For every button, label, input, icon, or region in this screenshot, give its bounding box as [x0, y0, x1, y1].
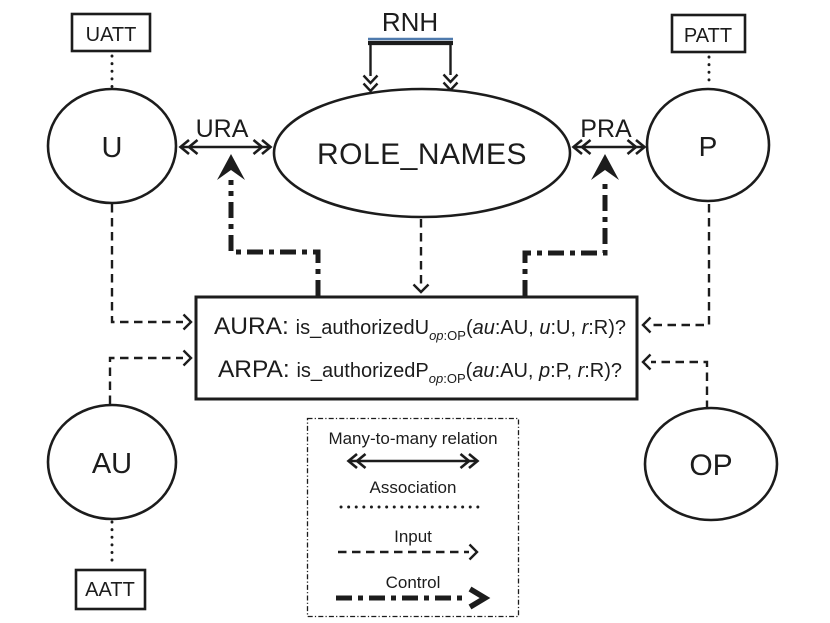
rnh-label: RNH — [382, 7, 438, 37]
au-label: AU — [92, 448, 132, 480]
p-input-line — [651, 204, 711, 327]
legend-input-label: Input — [394, 527, 432, 546]
legend-input-arrowhead-icon — [468, 543, 479, 561]
legend-m2m-left-double-arrowhead-icon — [346, 452, 367, 470]
control-line-right — [522, 180, 608, 296]
p-input-arrowhead-icon — [641, 316, 652, 334]
ura-right-double-arrowhead-icon — [252, 138, 273, 156]
legend-control-arrow-sample — [336, 586, 491, 610]
formula-segment: :AU, — [495, 317, 539, 339]
pra-right-double-arrowhead-icon — [626, 138, 647, 156]
op-input-arrowhead-icon — [641, 353, 652, 371]
u-input-line — [110, 204, 183, 324]
au-input-line — [108, 356, 183, 404]
pra-left-double-arrowhead-icon — [571, 138, 592, 156]
rnh-double-arrowhead-down-icon — [362, 74, 379, 93]
au-input-arrowhead-icon — [182, 349, 193, 367]
formula-segment: :R)? — [584, 360, 622, 382]
op-label: OP — [689, 449, 732, 482]
uatt-box — [70, 12, 152, 53]
p-circle — [645, 87, 771, 203]
role-names-ellipse — [272, 87, 572, 219]
formula-segment: ARPA: — [218, 356, 297, 383]
rnh-hierarchy-loop — [362, 37, 459, 93]
legend-m2m-right-double-arrowhead-icon — [459, 452, 480, 470]
legend-border — [306, 417, 520, 618]
aatt-box — [74, 568, 147, 611]
formula-segment: ( — [466, 317, 473, 339]
authorization-box: AURA: is_authorizedUop:OP(au:AU, u:U, r:… — [194, 295, 639, 401]
formula-segment: AURA: — [214, 313, 296, 340]
rolenames-input-arrowhead-icon — [412, 283, 430, 294]
formula-segment: u — [539, 317, 550, 339]
u-label: U — [102, 132, 123, 164]
p-input-arrow — [641, 204, 711, 334]
formula-segment: :OP — [444, 328, 466, 343]
control-line-left — [228, 180, 321, 296]
formula-segment: op — [429, 371, 443, 386]
op-input-line — [651, 360, 709, 409]
pra-many-to-many-arrow — [571, 138, 647, 156]
legend-input-arrow-sample — [338, 543, 479, 561]
legend-association-label: Association — [370, 478, 457, 497]
u-input-arrow — [110, 204, 193, 331]
u-circle — [46, 87, 178, 205]
aura-formula-line: AURA: is_authorizedUop:OP(au:AU, u:U, r:… — [214, 313, 626, 343]
legend: Many-to-many relation Association Input … — [306, 417, 520, 618]
u-input-arrowhead-icon — [182, 313, 193, 331]
legend-many-to-many-arrow-sample — [346, 452, 480, 470]
aatt-label: AATT — [85, 579, 135, 601]
ura-left-double-arrowhead-icon — [178, 138, 199, 156]
control-arrow-to-ura — [217, 154, 321, 296]
formula-segment: op — [429, 328, 443, 343]
formula-segment: au — [472, 360, 494, 382]
formula-segment: ( — [466, 360, 473, 382]
control-arrow-to-pra — [522, 154, 619, 296]
control-arrowhead-up-icon — [591, 154, 619, 180]
p-label: P — [699, 131, 718, 162]
legend-control-label: Control — [386, 573, 441, 592]
op-input-arrow — [641, 353, 709, 409]
legend-many-to-many-label: Many-to-many relation — [328, 429, 497, 448]
formula-segment: is_authorizedP — [296, 360, 428, 382]
op-circle — [643, 406, 779, 522]
formula-segment: p — [538, 360, 550, 382]
formula-segment: au — [473, 317, 495, 339]
legend-control-arrowhead-icon — [468, 586, 491, 610]
formula-segment: :AU, — [495, 360, 539, 382]
au-circle — [46, 403, 178, 521]
patt-label: PATT — [684, 25, 732, 47]
au-input-arrow — [108, 349, 193, 404]
patt-box — [670, 13, 747, 54]
formula-segment: r — [578, 360, 586, 382]
formula-segment: :OP — [443, 371, 465, 386]
formula-segment: :R)? — [588, 317, 626, 339]
rolenames-input-arrow — [412, 219, 430, 294]
pra-label: PRA — [580, 115, 632, 143]
ura-many-to-many-arrow — [178, 138, 273, 156]
rnh-double-arrowhead-down-icon — [442, 73, 459, 92]
formula-segment: r — [582, 317, 590, 339]
uatt-label: UATT — [86, 24, 137, 46]
formula-segment: :U, — [550, 317, 581, 339]
authorization-box-rect — [194, 295, 639, 401]
formula-segment: :P, — [550, 360, 577, 382]
ura-label: URA — [196, 115, 249, 143]
formula-segment: is_authorizedU — [296, 317, 429, 339]
arpa-formula-line: ARPA: is_authorizedPop:OP(au:AU, p:P, r:… — [218, 356, 622, 386]
control-arrowhead-up-icon — [217, 154, 245, 180]
role-names-label: ROLE_NAMES — [317, 138, 527, 171]
